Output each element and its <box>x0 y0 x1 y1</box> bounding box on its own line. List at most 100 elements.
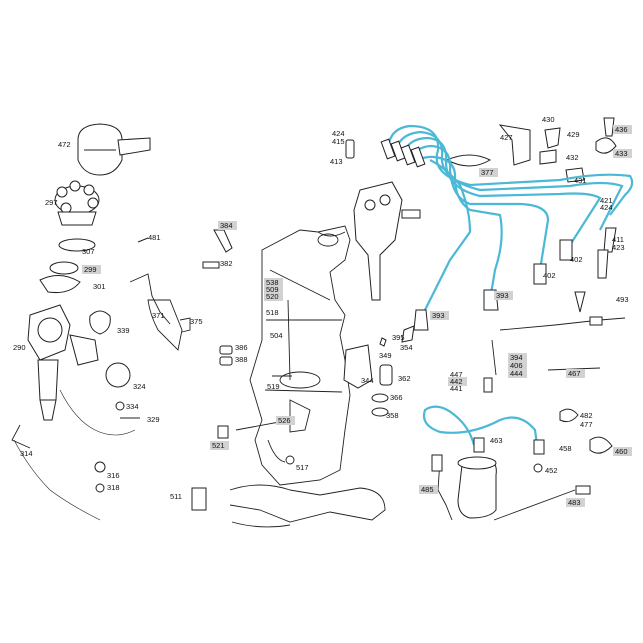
part-number-label: 447 <box>450 370 463 379</box>
part-number-label: 511 <box>170 492 182 501</box>
part-number-label: 375 <box>190 317 203 326</box>
part-number-label: 477 <box>580 420 593 429</box>
part-number-label: 297 <box>45 198 58 207</box>
callout-39: 436 <box>613 125 632 134</box>
callout-37: 432 <box>566 153 579 162</box>
part-number-label: 504 <box>270 331 283 340</box>
callout-highlight-box <box>419 485 438 494</box>
callout-15: 384 <box>218 221 237 230</box>
part-number-label: 366 <box>390 393 403 402</box>
callout-25: 518 <box>266 308 279 317</box>
callout-highlight-box <box>566 369 585 378</box>
part-number-label: 458 <box>559 444 572 453</box>
callout-8: 334 <box>126 402 139 411</box>
callout-48: 393 <box>430 311 449 320</box>
callout-highlight-box <box>264 292 283 301</box>
coil-distributor-right <box>343 181 421 417</box>
callout-55: 366 <box>390 393 403 402</box>
part-number-label: 517 <box>296 463 309 472</box>
part-number-callouts: 4722973072993013392903243343293143163184… <box>13 115 632 507</box>
callout-9: 329 <box>147 415 160 424</box>
callout-highlight-box <box>566 498 585 507</box>
callout-highlight-box <box>430 311 449 320</box>
part-number-label: 432 <box>566 153 579 162</box>
callout-2: 307 <box>82 247 95 256</box>
part-number-label: 424 <box>600 203 613 212</box>
part-number-label: 526 <box>278 416 291 425</box>
part-number-label: 441 <box>450 384 463 393</box>
part-number-label: 402 <box>570 255 583 264</box>
part-number-label: 444 <box>510 369 523 378</box>
callout-highlight-box <box>494 291 513 300</box>
callout-21: 511 <box>170 492 182 501</box>
callout-12: 318 <box>107 483 120 492</box>
callout-6: 290 <box>13 343 26 352</box>
part-number-label: 423 <box>612 243 625 252</box>
callout-65: 477 <box>580 420 593 429</box>
callout-35: 430 <box>542 115 555 124</box>
part-number-label: 467 <box>568 369 581 378</box>
part-number-label: 485 <box>421 485 434 494</box>
part-number-label: 384 <box>220 221 233 230</box>
callout-50: 395 <box>392 333 405 342</box>
callout-41: 421 <box>600 196 613 205</box>
callout-highlight-box <box>264 278 283 287</box>
callout-32: 413 <box>330 157 343 166</box>
part-number-label: 424 <box>332 129 345 138</box>
callout-43: 411 <box>612 235 624 244</box>
callout-33: 377 <box>479 168 498 177</box>
callout-34: 427 <box>500 133 513 142</box>
callout-51: 354 <box>400 343 413 352</box>
part-number-label: 395 <box>392 333 405 342</box>
callout-highlight-box <box>210 441 229 450</box>
callout-28: 526 <box>276 416 295 425</box>
part-number-label: 393 <box>432 311 445 320</box>
callout-31: 415 <box>332 137 345 146</box>
callout-59: 444 <box>508 369 527 378</box>
part-number-label: 344 <box>361 376 374 385</box>
callout-49: 493 <box>616 295 629 304</box>
callout-38: 431 <box>574 176 587 185</box>
callout-23: 509 <box>264 285 283 294</box>
callout-highlight-box <box>479 168 498 177</box>
small-parts-left <box>39 275 140 493</box>
part-number-label: 393 <box>496 291 509 300</box>
part-number-label: 339 <box>117 326 130 335</box>
callout-4: 301 <box>93 282 106 291</box>
callout-52: 349 <box>379 351 392 360</box>
part-number-label: 402 <box>543 271 556 280</box>
callout-71: 483 <box>566 498 585 507</box>
part-number-label: 354 <box>400 343 413 352</box>
part-number-label: 460 <box>615 447 628 456</box>
distributor-cap-drawing <box>49 180 100 275</box>
callout-58: 406 <box>508 361 527 370</box>
callout-53: 344 <box>361 376 374 385</box>
part-number-label: 386 <box>235 343 248 352</box>
callout-highlight-box <box>448 377 467 386</box>
callout-54: 362 <box>398 374 411 383</box>
part-number-label: 518 <box>266 308 279 317</box>
part-number-label: 481 <box>148 233 161 242</box>
part-number-label: 509 <box>266 285 279 294</box>
part-number-label: 377 <box>481 168 494 177</box>
callout-60: 467 <box>566 369 585 378</box>
part-number-label: 442 <box>450 377 463 386</box>
callout-68: 460 <box>613 447 632 456</box>
part-number-label: 436 <box>615 125 628 134</box>
callout-highlight-box <box>82 265 101 274</box>
part-number-label: 482 <box>580 411 593 420</box>
callout-13: 481 <box>148 233 161 242</box>
part-number-label: 421 <box>600 196 613 205</box>
part-number-label: 520 <box>266 292 279 301</box>
callout-highlight-box <box>613 149 632 158</box>
part-number-label: 452 <box>545 466 558 475</box>
callout-36: 429 <box>567 130 580 139</box>
part-number-label: 538 <box>266 278 279 287</box>
callout-70: 485 <box>419 485 438 494</box>
callout-highlight-box <box>613 125 632 134</box>
coil-lead-bottom <box>422 316 626 521</box>
callout-56: 358 <box>386 411 399 420</box>
callout-highlight-box <box>508 369 527 378</box>
part-number-label: 307 <box>82 247 95 256</box>
